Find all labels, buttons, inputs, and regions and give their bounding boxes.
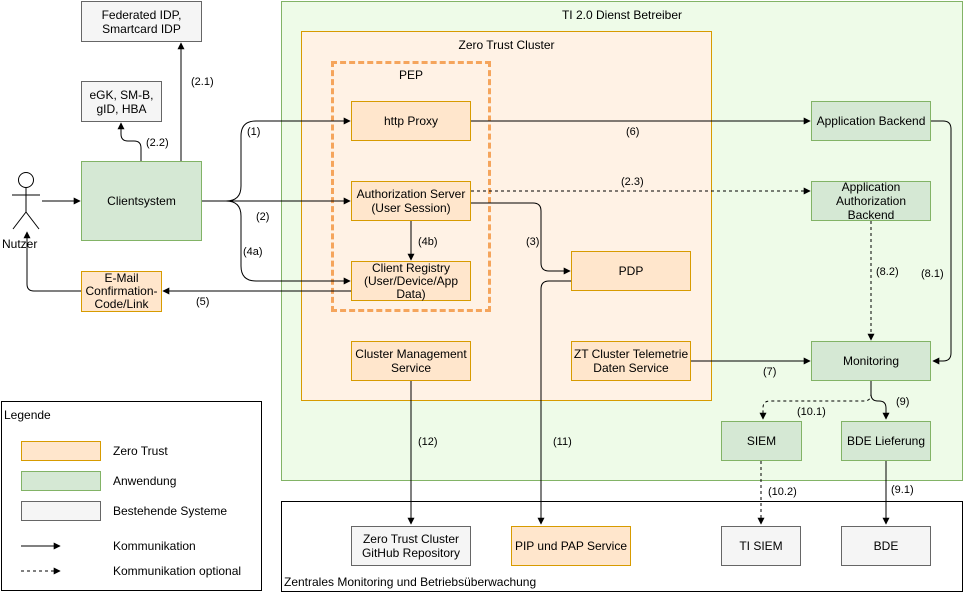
- edge-label-3: (3): [526, 236, 540, 248]
- bde-label: BDE: [873, 539, 899, 553]
- cluster-management-box: Cluster Management Service: [351, 341, 471, 381]
- bde-lieferung-label: BDE Lieferung: [846, 434, 926, 448]
- edge-label-6: (6): [626, 126, 640, 138]
- edge-11: [537, 280, 571, 525]
- edge-label-7: (7): [763, 366, 777, 378]
- legend-swatch-anwendung: [21, 471, 101, 491]
- edge-3: [471, 202, 571, 275]
- zt-telemetry-label: ZT Cluster Telemetrie Daten Service: [573, 347, 689, 375]
- edge-label-10-2: (10.2): [768, 486, 797, 498]
- egk-label: eGK, SM-B, gID, HBA: [89, 87, 154, 116]
- edge-label-8-1: (8.1): [921, 268, 944, 280]
- edge-label-10-1: (10.1): [797, 406, 826, 418]
- edge-label-9-1: (9.1): [891, 484, 914, 496]
- http-proxy-box: http Proxy: [351, 101, 471, 141]
- edge-10-1: [759, 381, 872, 420]
- actor-label: Nutzer: [2, 237, 38, 251]
- edge-label-5: (5): [196, 296, 210, 308]
- pep-title: PEP: [398, 68, 423, 82]
- legend-label-optional: Kommunikation optional: [113, 564, 242, 578]
- edge-label-9: (9): [896, 396, 910, 408]
- edge-label-8-2: (8.2): [876, 266, 899, 278]
- clientsystem-box: Clientsystem: [81, 161, 202, 241]
- edge-label-2-3: (2.3): [621, 176, 644, 188]
- siem-box: SIEM: [721, 421, 802, 461]
- federated-idp-box: Federated IDP, Smartcard IDP: [81, 1, 202, 42]
- legend-label-kommunikation: Kommunikation: [113, 539, 196, 553]
- edge-2-2: [117, 122, 142, 161]
- authorization-server-box: Authorization Server (User Session): [351, 181, 471, 221]
- application-backend-label: Application Backend: [816, 114, 926, 128]
- edge-8-1: [931, 120, 952, 365]
- edge-9: [870, 381, 890, 420]
- operator-group-title: TI 2.0 Dienst Betreiber: [561, 8, 683, 22]
- legend-label-zero-trust: Zero Trust: [113, 444, 168, 458]
- edge-label-1: (1): [247, 126, 261, 138]
- legend-label-bestehende: Bestehende Systeme: [113, 504, 228, 518]
- legend-swatch-zero-trust: [21, 441, 101, 461]
- pdp-box: PDP: [571, 251, 691, 291]
- edge-label-2-2: (2.2): [146, 137, 169, 149]
- pip-pap-label: PIP und PAP Service: [514, 539, 628, 553]
- edge-label-2-1: (2.1): [191, 76, 214, 88]
- ti-siem-label: TI SIEM: [739, 539, 783, 553]
- zt-telemetry-box: ZT Cluster Telemetrie Daten Service: [571, 341, 691, 381]
- edge-label-4a: (4a): [243, 246, 263, 258]
- authorization-server-label: Authorization Server (User Session): [356, 187, 466, 215]
- monitoring-box: Monitoring: [811, 341, 931, 381]
- pdp-label: PDP: [618, 264, 644, 278]
- cluster-management-label: Cluster Management Service: [355, 347, 467, 375]
- actor-figure: [12, 172, 40, 230]
- bde-lieferung-box: BDE Lieferung: [841, 421, 931, 461]
- legend-swatch-bestehende: [21, 501, 101, 521]
- edge-1: [202, 117, 351, 202]
- clientsystem-label: Clientsystem: [107, 194, 176, 208]
- zt-github-box: Zero Trust Cluster GitHub Repository: [351, 526, 471, 566]
- email-confirmation-box: E-Mail Confirmation- Code/Link: [81, 271, 162, 312]
- egk-box: eGK, SM-B, gID, HBA: [81, 81, 162, 122]
- application-backend-box: Application Backend: [811, 101, 931, 141]
- edge-4a: [202, 200, 351, 285]
- monitoring-label: Monitoring: [842, 354, 900, 368]
- ti-siem-box: TI SIEM: [721, 526, 801, 566]
- legend-title: Legende: [4, 408, 51, 422]
- edge-label-12: (12): [418, 436, 438, 448]
- application-authorization-backend-label: Application Authorization Backend: [835, 180, 907, 222]
- pep-group: [331, 61, 491, 312]
- pip-pap-box: PIP und PAP Service: [511, 526, 631, 566]
- federated-idp-label: Federated IDP, Smartcard IDP: [101, 7, 182, 36]
- edge-label-4b: (4b): [418, 236, 438, 248]
- client-registry-box: Client Registry (User/Device/App Data): [351, 261, 471, 301]
- legend-box: [1, 401, 262, 591]
- edge-label-2: (2): [256, 211, 270, 223]
- siem-label: SIEM: [746, 434, 777, 448]
- legend-label-anwendung: Anwendung: [113, 474, 177, 488]
- application-authorization-backend-box: Application Authorization Backend: [811, 180, 931, 222]
- zero-trust-cluster-title: Zero Trust Cluster: [458, 38, 555, 52]
- bde-box: BDE: [841, 526, 931, 566]
- edge-email-actor: [23, 231, 81, 292]
- email-confirmation-label: E-Mail Confirmation- Code/Link: [85, 271, 158, 311]
- client-registry-label: Client Registry (User/Device/App Data): [363, 260, 459, 301]
- central-monitoring-title: Zentrales Monitoring und Betriebsüberwac…: [284, 575, 537, 589]
- zt-github-label: Zero Trust Cluster GitHub Repository: [361, 532, 461, 560]
- http-proxy-label: http Proxy: [383, 114, 439, 128]
- edge-label-11: (11): [553, 436, 572, 448]
